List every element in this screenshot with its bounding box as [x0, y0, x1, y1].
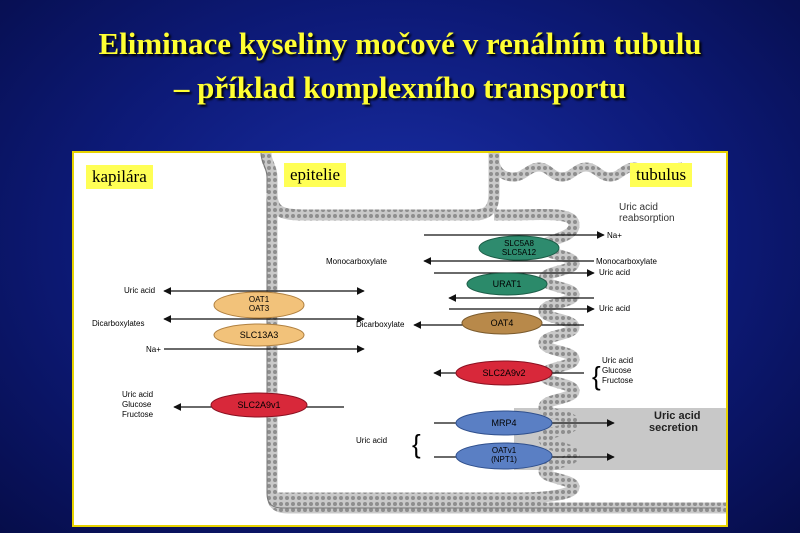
label-uric-acid-oat4: Uric acid: [599, 304, 630, 313]
apical-group-glucose: Glucose: [602, 366, 632, 375]
transporter-mrp4: [455, 410, 553, 436]
label-uric-acid-urat1: Uric acid: [599, 268, 630, 277]
apical-membrane: [272, 208, 580, 504]
apical-top-membrane: [266, 153, 500, 221]
slide-title: Eliminace kyseliny močové v renálním tub…: [0, 22, 800, 110]
label-slc5a8: SLC5A8: [504, 239, 534, 248]
label-slc2a9v1: SLC2A9v1: [237, 400, 280, 410]
basal-group-fructose: Fructose: [122, 410, 154, 419]
transporter-slc2a9v1: [210, 392, 308, 418]
transporter-slc5a8: [478, 235, 560, 261]
tag-epithelium: epitelie: [284, 163, 347, 187]
label-monocarboxylate-left: Monocarboxylate: [326, 257, 387, 266]
title-line-2: – příklad komplexního transportu: [173, 70, 627, 105]
label-oat1: OAT1: [249, 295, 270, 304]
reabsorption-line1: Uric acid: [619, 202, 658, 213]
transporter-oatv1: [455, 442, 553, 470]
transporter-slc13a3: [213, 323, 305, 347]
apical-group-fructose: Fructose: [602, 376, 634, 385]
label-oatv1: OATv1: [492, 446, 517, 455]
transporter-oat4: [461, 311, 543, 335]
label-oat4: OAT4: [491, 318, 514, 328]
apical-brace: {: [592, 361, 601, 391]
transporter-slc2a9v2: [455, 360, 553, 386]
label-dicarboxylates-basal: Dicarboxylates: [92, 319, 144, 328]
label-na-basal: Na+: [146, 345, 161, 354]
label-slc13a3: SLC13A3: [240, 330, 279, 340]
secretion-brace: {: [412, 429, 421, 459]
apical-group-uric: Uric acid: [602, 356, 633, 365]
transporter-oat1-oat3: [213, 291, 305, 319]
tag-capillary: kapilára: [86, 165, 153, 189]
secretion-line1: Uric acid: [654, 410, 700, 422]
transport-diagram: Na+ Monocarboxylate Monocarboxylate Uric…: [72, 151, 728, 527]
diagram-canvas: Na+ Monocarboxylate Monocarboxylate Uric…: [92, 153, 726, 514]
label-dicarboxylate: Dicarboxylate: [356, 320, 405, 329]
label-uric-acid-secretion: Uric acid: [356, 436, 387, 445]
reabsorption-line2: reabsorption: [619, 213, 675, 224]
title-line-1: Eliminace kyseliny močové v renálním tub…: [98, 26, 702, 61]
tag-tubule: tubulus: [630, 163, 693, 187]
basal-group-uric: Uric acid: [122, 390, 153, 399]
label-npt1: (NPT1): [491, 455, 517, 464]
label-slc5a12: SLC5A12: [502, 248, 537, 257]
label-mrp4: MRP4: [491, 418, 516, 428]
label-monocarboxylate-right: Monocarboxylate: [596, 257, 657, 266]
label-uric-acid-basal: Uric acid: [124, 286, 155, 295]
label-slc2a9v2: SLC2A9v2: [482, 368, 525, 378]
transporter-urat1: [466, 272, 548, 296]
basal-group-glucose: Glucose: [122, 400, 152, 409]
label-oat3: OAT3: [249, 304, 270, 313]
label-urat1: URAT1: [493, 279, 522, 289]
label-na-apical: Na+: [607, 231, 622, 240]
secretion-line2: secretion: [649, 422, 698, 434]
